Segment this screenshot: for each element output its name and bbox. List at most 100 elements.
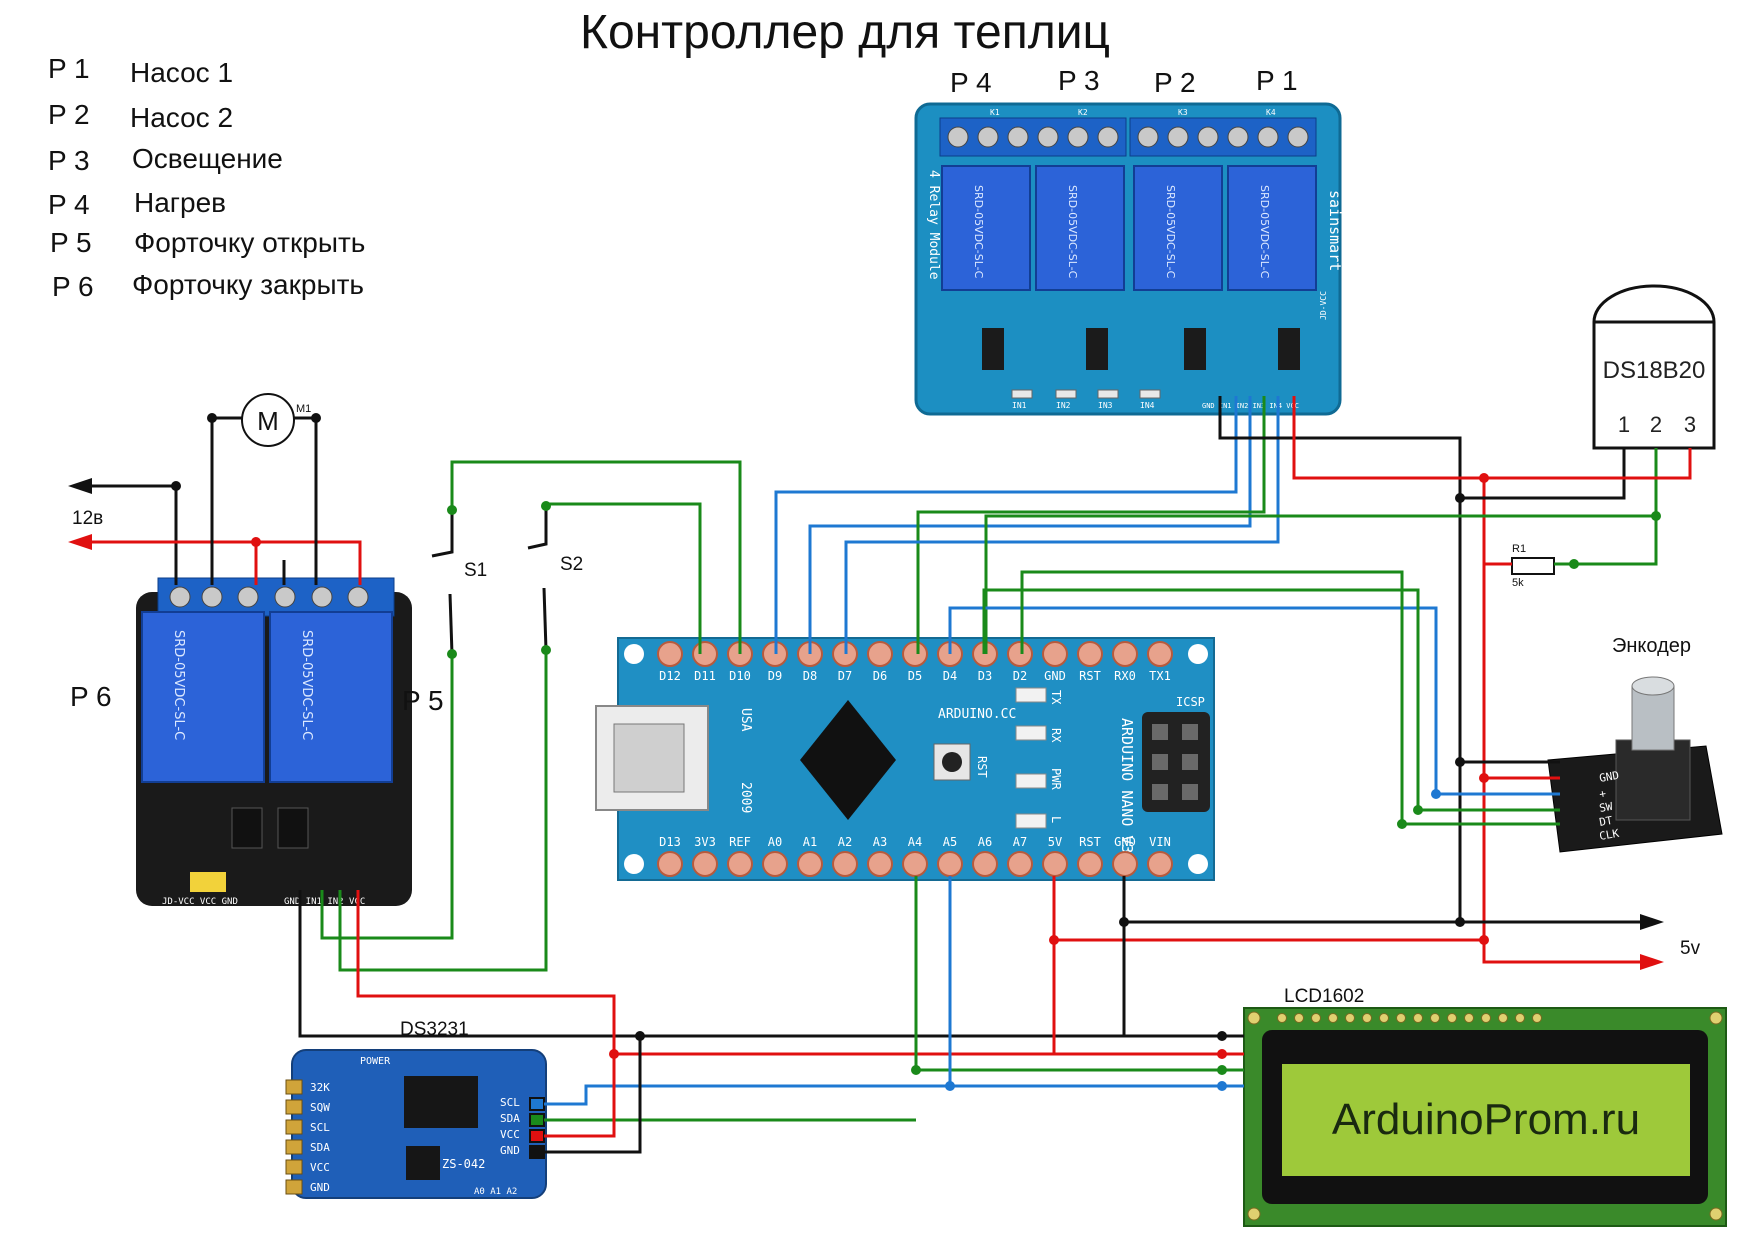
lcd-pin	[1498, 1013, 1508, 1023]
switch-label: S2	[560, 554, 583, 575]
wire-s2-d12	[544, 502, 702, 654]
supply-12v-label: 12в	[72, 508, 103, 529]
legend-desc: Освещение	[132, 143, 283, 174]
wire-enc-clk	[1020, 570, 1560, 826]
legend-desc: Насос 1	[130, 57, 233, 88]
relay2-jd-label: JD-VCC VCC GND	[162, 897, 238, 907]
wire-5v-link	[1052, 876, 1484, 942]
arduino-pin-label: 3V3	[694, 835, 716, 849]
supply-5v-label: 5v	[1680, 938, 1701, 959]
ds3231-addr-label: A0 A1 A2	[474, 1187, 517, 1197]
lcd-pin	[1481, 1013, 1491, 1023]
relay-model-text: SRD-05VDC-SL-C	[972, 185, 985, 279]
arduino-board	[617, 637, 1215, 881]
wire-relay4-vcc	[1292, 396, 1486, 940]
wire-rtc-scl	[544, 1084, 950, 1106]
ds18b20-sensor: DS18B20 1 2 3	[1592, 284, 1716, 450]
arduino-pin-label: A2	[838, 835, 852, 849]
arduino-pin-label: D12	[659, 669, 681, 683]
wire-relay2-vcc	[356, 890, 1222, 1056]
wire-junction	[1397, 819, 1407, 829]
resistor-value: 5k	[1512, 577, 1524, 589]
ds18b20-pin: 3	[1684, 412, 1696, 437]
wire-junction	[1455, 757, 1465, 767]
wire-in4-d7	[844, 396, 1280, 654]
relay-model-text: SRD-05VDC-SL-C	[299, 630, 314, 740]
relay4-channel-label: P 4	[950, 67, 992, 98]
arduino-pin-pad	[937, 851, 963, 877]
arduino-pin-pad	[762, 851, 788, 877]
wire-junction	[541, 501, 551, 511]
legend-desc: Насос 2	[130, 102, 233, 133]
legend: P 1 Насос 1 P 2 Насос 2 P 3 Освещение P …	[48, 53, 365, 302]
wire-s2-blade	[527, 506, 548, 550]
wire-junction	[1479, 473, 1489, 483]
legend-key: P 1	[48, 53, 90, 84]
relay-model-text: SRD-05VDC-SL-C	[171, 630, 186, 740]
rotary-encoder: Энкодер GND + SW DT CLK	[1547, 635, 1723, 853]
wire-ds18b20-gnd	[1460, 448, 1626, 500]
encoder-pin: CLK	[1598, 827, 1620, 843]
lcd-pin	[1277, 1013, 1287, 1023]
wire-junction	[1479, 935, 1489, 945]
encoder-pin: DT	[1598, 814, 1614, 829]
wire-s1-to-relay	[320, 654, 454, 940]
arduino-pin-label: D13	[659, 835, 681, 849]
power-rails: 12в 5v	[72, 508, 1701, 959]
arrow-5v-gnd	[1640, 914, 1664, 930]
ds3231-right-pin: SDA	[500, 1112, 520, 1125]
wire-junction	[1217, 1081, 1227, 1091]
wire-s2-to-relay	[338, 650, 548, 972]
relay4-terminals	[939, 117, 1317, 157]
arduino-pin-pad	[1147, 641, 1173, 667]
relay4-brand: sainsmart	[1326, 190, 1344, 271]
ds3231-left-pin: SCL	[310, 1121, 330, 1134]
ds18b20-label: DS18B20	[1603, 357, 1706, 384]
wire-s1-d11	[450, 460, 742, 654]
wire-junction	[207, 413, 217, 423]
relay-module-4ch: SRD-05VDC-SL-C SRD-05VDC-SL-C SRD-05VDC-…	[914, 102, 1344, 416]
relay4-in-label: IN1	[1012, 401, 1027, 410]
lcd-pin	[1345, 1013, 1355, 1023]
arduino-pin-pad	[692, 641, 718, 667]
wire-junction	[541, 645, 551, 655]
arduino-pin-label: A6	[978, 835, 992, 849]
arduino-pin-pad	[727, 851, 753, 877]
ds3231-left-pins: 32K SQW SCL SDA VCC GND	[310, 1081, 330, 1194]
arduino-pin-label: D6	[873, 669, 887, 683]
ds3231-left-pin: SDA	[310, 1141, 330, 1154]
relay4-k-label: K4	[1266, 108, 1276, 117]
arduino-usa: USA	[738, 708, 753, 732]
wire-motor-b	[294, 416, 318, 585]
arduino-led-labels: TX RX PWR L	[1049, 690, 1063, 823]
relay2-label-left: P 6	[70, 681, 112, 712]
wire-junction	[609, 1049, 619, 1059]
ds3231-rtc-module: DS3231 32K SQW SCL SDA VCC GND SCL SDA V…	[285, 1019, 547, 1199]
relay4-side-text: 4 Relay Module	[926, 170, 941, 280]
wire-junction	[1479, 773, 1489, 783]
resistor-r1: R1 5k	[1511, 543, 1555, 589]
wire-junction	[1651, 511, 1661, 521]
arduino-pin-label: D4	[943, 669, 957, 683]
relay2-label-right: P 5	[402, 685, 444, 716]
arduino-pin-pad	[867, 851, 893, 877]
motor-ref: M1	[296, 403, 311, 415]
relay4-optocouplers	[982, 328, 1300, 370]
relay4-channel-label: P 3	[1058, 65, 1100, 96]
relay-model-text: SRD-05VDC-SL-C	[1258, 185, 1271, 279]
arduino-pin-pad	[1042, 641, 1068, 667]
arduino-pin-pad	[972, 851, 998, 877]
arduino-pin-pad	[832, 851, 858, 877]
lcd-pin	[1396, 1013, 1406, 1023]
lcd-pin	[1515, 1013, 1525, 1023]
arduino-icsp: ICSP	[1176, 695, 1205, 709]
wire-s1-blade	[431, 510, 454, 558]
wire-in1-d9	[774, 396, 1238, 654]
ds3231-left-pin: 32K	[310, 1081, 330, 1094]
encoder-pin-labels: GND + SW DT CLK	[1598, 769, 1620, 843]
relay4-jd-label: JD-VCC	[1319, 291, 1328, 320]
arduino-pin-pad	[1007, 641, 1033, 667]
relay4-leds	[1011, 389, 1161, 399]
wire-ds18b20-vcc	[1484, 448, 1692, 480]
ds3231-chip-label: ZS-042	[442, 1157, 485, 1171]
